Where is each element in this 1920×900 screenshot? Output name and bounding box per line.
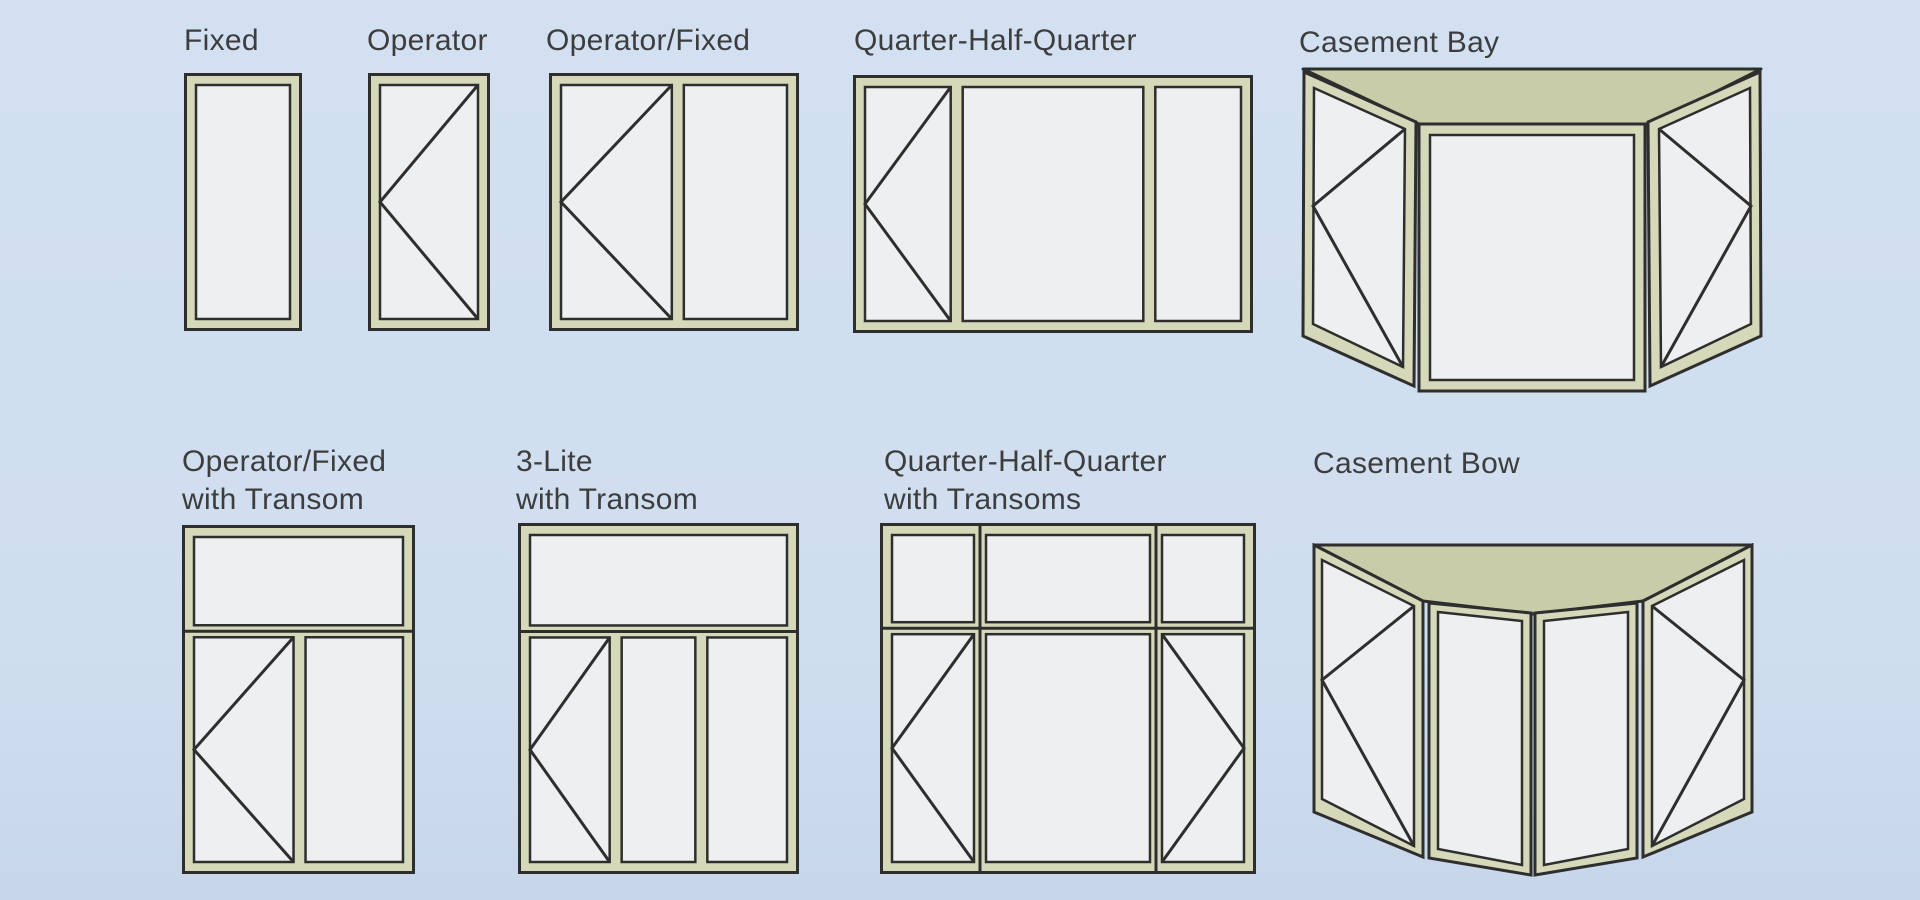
window-unit	[880, 523, 1256, 874]
swing-mark	[378, 84, 480, 320]
window-label: Quarter-Half-Quarter with Transoms	[884, 443, 1167, 519]
window-title: 3-Lite	[516, 445, 593, 478]
operator-fixed-window-diagram	[549, 73, 799, 331]
fixed-pane	[984, 632, 1152, 864]
casement-bay-window-diagram	[1300, 64, 1764, 394]
operator-pane	[528, 636, 611, 864]
fixed-pane	[304, 636, 405, 864]
bay-right-swing-mark	[1658, 127, 1753, 368]
operator-window-diagram	[368, 73, 490, 331]
bow-left-swing-mark	[1320, 604, 1416, 847]
window-label: 3-Lite with Transom	[516, 443, 698, 519]
window-label: Operator	[367, 22, 488, 60]
swing-mark	[528, 636, 611, 863]
fixed-pane	[682, 83, 789, 321]
operator-pane	[1160, 632, 1246, 864]
window-unit	[853, 75, 1253, 333]
window-label: Operator/Fixed with Transom	[182, 443, 386, 519]
fixed-pane	[961, 85, 1145, 323]
window-title: Fixed	[184, 24, 259, 57]
window-title: Operator	[367, 24, 488, 57]
window-title: Operator/Fixed	[546, 24, 751, 57]
bay-right-sash-glass	[1657, 86, 1753, 369]
window-label: Fixed	[184, 22, 259, 60]
fixed-pane	[890, 533, 976, 624]
window-title: Casement Bow	[1313, 447, 1521, 480]
swing-mark	[191, 636, 295, 863]
window-subtitle: with Transom	[182, 483, 364, 516]
casement-bow-window-diagram	[1312, 543, 1754, 878]
window-label: Casement Bow	[1313, 445, 1520, 483]
fixed-pane	[620, 636, 697, 864]
fixed-window-diagram	[184, 73, 302, 331]
fixed-pane	[528, 533, 789, 627]
fixed-pane	[192, 535, 405, 627]
window-label: Operator/Fixed	[546, 22, 750, 60]
qhq-transoms-window-diagram	[880, 523, 1256, 874]
window-title: Quarter-Half-Quarter	[854, 24, 1137, 57]
fixed-pane	[984, 533, 1152, 624]
operator-pane	[890, 632, 976, 864]
fixed-pane	[194, 83, 292, 321]
window-unit	[368, 73, 490, 331]
window-subtitle: with Transoms	[884, 483, 1082, 516]
swing-mark	[1160, 633, 1246, 863]
bow-sash4-glass	[1650, 557, 1746, 849]
bay-left-swing-mark	[1311, 127, 1406, 368]
window-title: Operator/Fixed	[182, 445, 387, 478]
bow-right-swing-mark	[1650, 604, 1746, 847]
window-title: Quarter-Half-Quarter	[884, 445, 1167, 478]
window-unit	[182, 525, 415, 874]
bow-sash3-glass	[1542, 610, 1630, 867]
quarter-half-quarter-window-diagram	[853, 75, 1253, 333]
window-label: Casement Bay	[1299, 24, 1499, 62]
window-unit	[518, 523, 799, 874]
swing-mark	[558, 83, 673, 321]
window-subtitle: with Transom	[516, 483, 698, 516]
operator-pane	[863, 85, 952, 323]
operator-pane	[378, 83, 480, 321]
operator-pane	[559, 83, 674, 321]
swing-mark	[890, 633, 976, 863]
window-label: Quarter-Half-Quarter	[854, 22, 1137, 60]
operator-pane	[192, 636, 295, 864]
operator-fixed-transom-window-diagram	[182, 525, 415, 874]
window-unit	[549, 73, 799, 331]
window-unit	[184, 73, 302, 331]
swing-mark	[863, 86, 952, 322]
bay-left-sash-glass	[1311, 86, 1407, 369]
fixed-pane	[1160, 533, 1246, 624]
fixed-pane	[706, 636, 789, 864]
fixed-pane	[1154, 85, 1243, 323]
three-lite-transom-window-diagram	[518, 523, 799, 874]
window-title: Casement Bay	[1299, 26, 1500, 59]
bay-center-glass	[1428, 133, 1636, 382]
bow-sash2-glass	[1436, 610, 1524, 867]
